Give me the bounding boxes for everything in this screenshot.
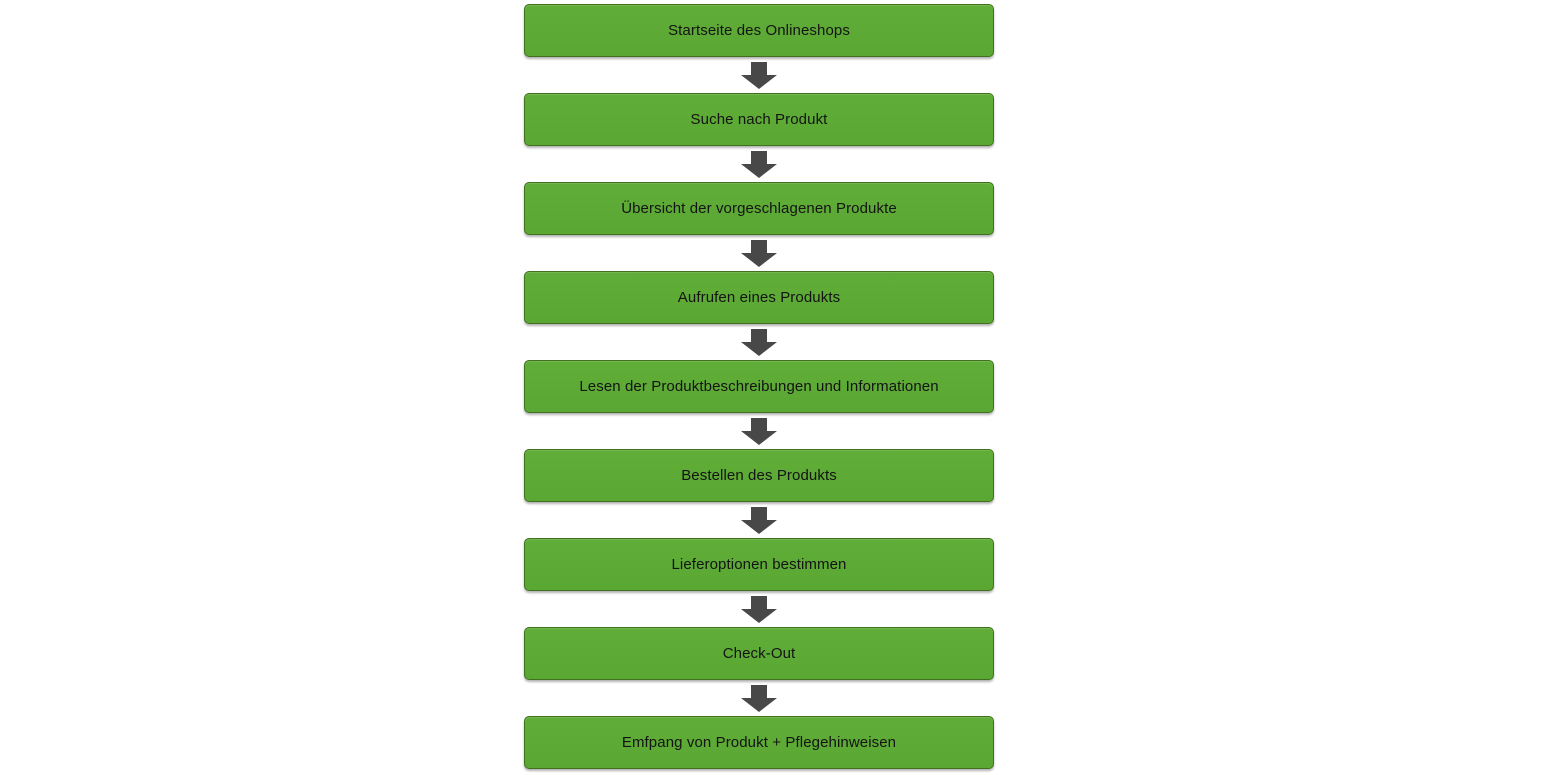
step-label-6: Bestellen des Produkts — [681, 466, 837, 484]
down-arrow-icon — [741, 413, 777, 449]
step-box-4: Aufrufen eines Produkts — [524, 271, 994, 324]
down-arrow-icon — [741, 146, 777, 182]
down-arrow-icon — [741, 502, 777, 538]
step-box-3: Übersicht der vorgeschlagenen Produkte — [524, 182, 994, 235]
down-arrow-icon — [741, 591, 777, 627]
step-label-2: Suche nach Produkt — [690, 110, 828, 128]
step-label-3: Übersicht der vorgeschlagenen Produkte — [621, 199, 897, 217]
down-arrow-icon — [741, 235, 777, 271]
down-arrow-icon — [741, 324, 777, 360]
step-label-8: Check-Out — [722, 644, 796, 662]
step-box-1: Startseite des Onlineshops — [524, 4, 994, 57]
down-arrow-icon — [741, 57, 777, 93]
step-label-9: Emfpang von Produkt + Pflegehinweisen — [621, 733, 897, 751]
step-label-1: Startseite des Onlineshops — [668, 21, 850, 39]
step-box-6: Bestellen des Produkts — [524, 449, 994, 502]
step-box-8: Check-Out — [524, 627, 994, 680]
flowchart: Startseite des Onlineshops Suche nach Pr… — [524, 4, 994, 769]
step-label-7: Lieferoptionen bestimmen — [671, 555, 847, 573]
step-box-5: Lesen der Produktbeschreibungen und Info… — [524, 360, 994, 413]
step-box-7: Lieferoptionen bestimmen — [524, 538, 994, 591]
step-label-5: Lesen der Produktbeschreibungen und Info… — [579, 377, 939, 395]
step-box-2: Suche nach Produkt — [524, 93, 994, 146]
down-arrow-icon — [741, 680, 777, 716]
step-box-9: Emfpang von Produkt + Pflegehinweisen — [524, 716, 994, 769]
step-label-4: Aufrufen eines Produkts — [677, 288, 841, 306]
